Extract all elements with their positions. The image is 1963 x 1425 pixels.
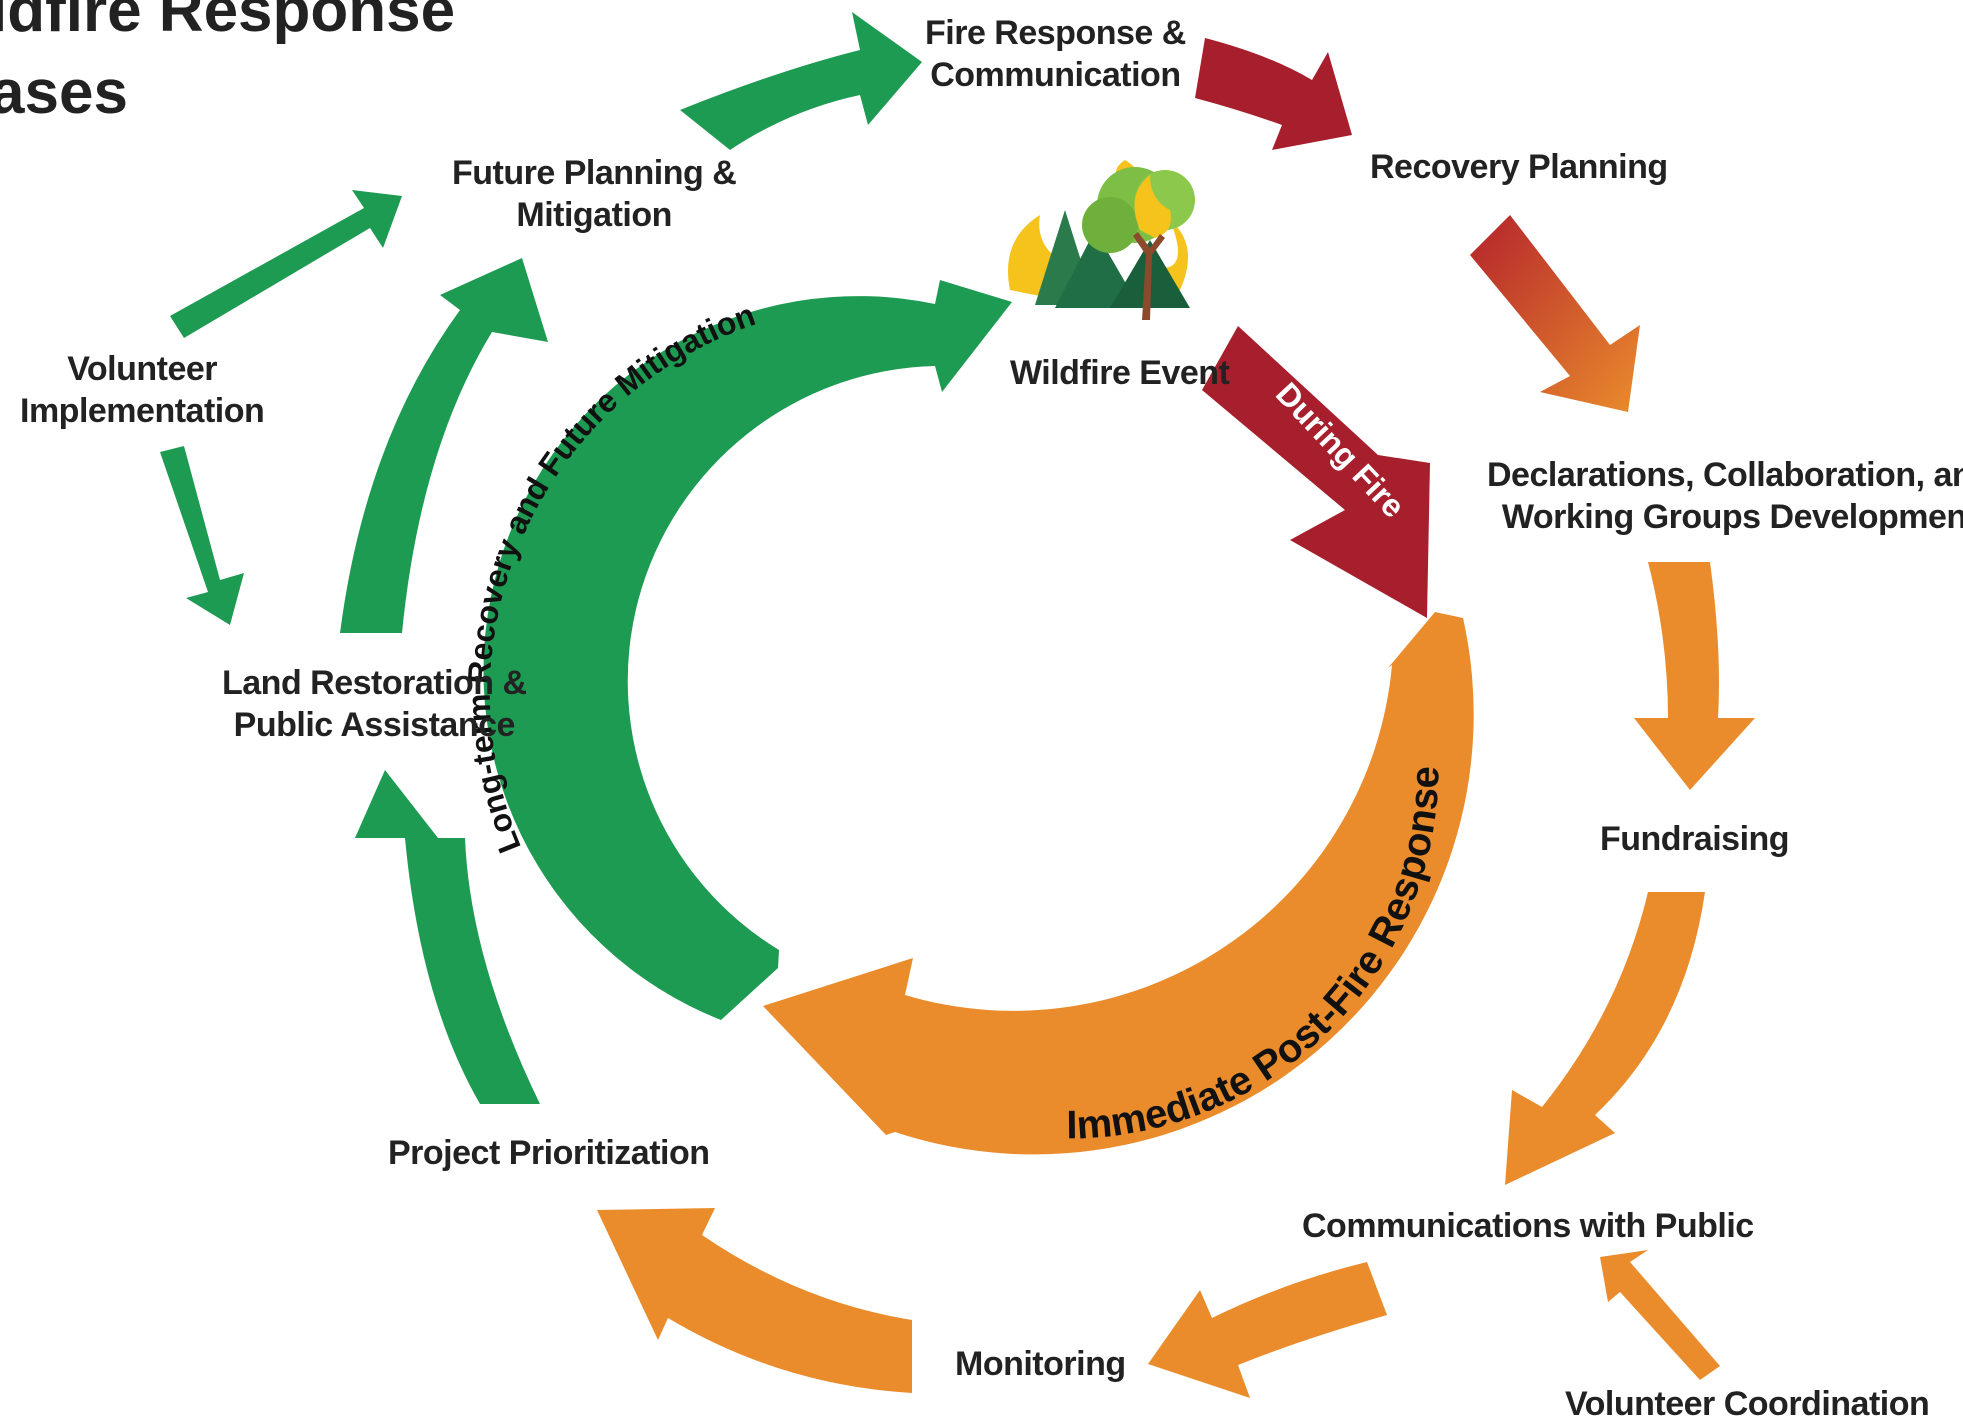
step-volunteer-implementation: Volunteer Implementation bbox=[20, 348, 265, 432]
volunteer-impl-line-2: Implementation bbox=[20, 392, 265, 430]
during-fire-arrow bbox=[1202, 326, 1430, 618]
arrow-recovery-to-declarations bbox=[1470, 215, 1640, 412]
step-fire-response: Fire Response & Communication bbox=[925, 12, 1186, 96]
immediate-response-arc bbox=[763, 612, 1474, 1155]
page-title: ldfire Response ases bbox=[0, 0, 455, 134]
fire-response-line-2: Communication bbox=[930, 56, 1181, 94]
future-planning-line-2: Mitigation bbox=[516, 196, 672, 234]
step-project-prioritization: Project Prioritization bbox=[388, 1134, 710, 1172]
step-communications-public: Communications with Public bbox=[1302, 1207, 1754, 1245]
wildfire-event-label: Wildfire Event bbox=[1010, 354, 1230, 392]
land-restoration-line-2: Public Assistance bbox=[233, 706, 516, 744]
fire-response-line-1: Fire Response & bbox=[925, 14, 1186, 52]
future-planning-line-1: Future Planning & bbox=[452, 154, 737, 192]
arrow-future-to-fire-response bbox=[680, 12, 922, 150]
arrow-land-restoration-to-future bbox=[340, 258, 548, 633]
step-land-restoration: Land Restoration & Public Assistance bbox=[222, 662, 527, 746]
step-declarations: Declarations, Collaboration, and Working… bbox=[1487, 454, 1963, 538]
declarations-line-1: Declarations, Collaboration, and bbox=[1487, 456, 1963, 494]
volunteer-impl-line-1: Volunteer bbox=[67, 350, 218, 388]
long-term-recovery-arc bbox=[483, 280, 1012, 1020]
arrow-declarations-to-fundraising bbox=[1634, 562, 1755, 790]
step-monitoring: Monitoring bbox=[955, 1345, 1126, 1383]
arrow-volunteer-coordination bbox=[1600, 1250, 1720, 1380]
title-line-2: ases bbox=[0, 58, 128, 127]
land-restoration-line-1: Land Restoration & bbox=[222, 664, 527, 702]
arrow-monitoring-to-prioritization bbox=[597, 1208, 912, 1393]
arrow-volunteer-to-land bbox=[160, 446, 244, 625]
step-recovery-planning: Recovery Planning bbox=[1370, 148, 1668, 186]
arrow-prioritization-to-land-restoration bbox=[355, 770, 540, 1104]
step-volunteer-coordination: Volunteer Coordination bbox=[1565, 1385, 1930, 1423]
step-fundraising: Fundraising bbox=[1600, 820, 1790, 858]
declarations-line-2: Working Groups Development bbox=[1501, 498, 1963, 536]
step-future-planning: Future Planning & Mitigation bbox=[452, 152, 737, 236]
arrow-fundraising-to-communications bbox=[1505, 892, 1705, 1185]
title-line-1: ldfire Response bbox=[0, 0, 456, 45]
arrow-fire-response-to-recovery bbox=[1195, 38, 1352, 150]
burning-trees-icon bbox=[1008, 160, 1195, 320]
arrow-volunteer-to-future bbox=[170, 190, 402, 338]
arrow-communications-to-monitoring bbox=[1148, 1262, 1387, 1398]
